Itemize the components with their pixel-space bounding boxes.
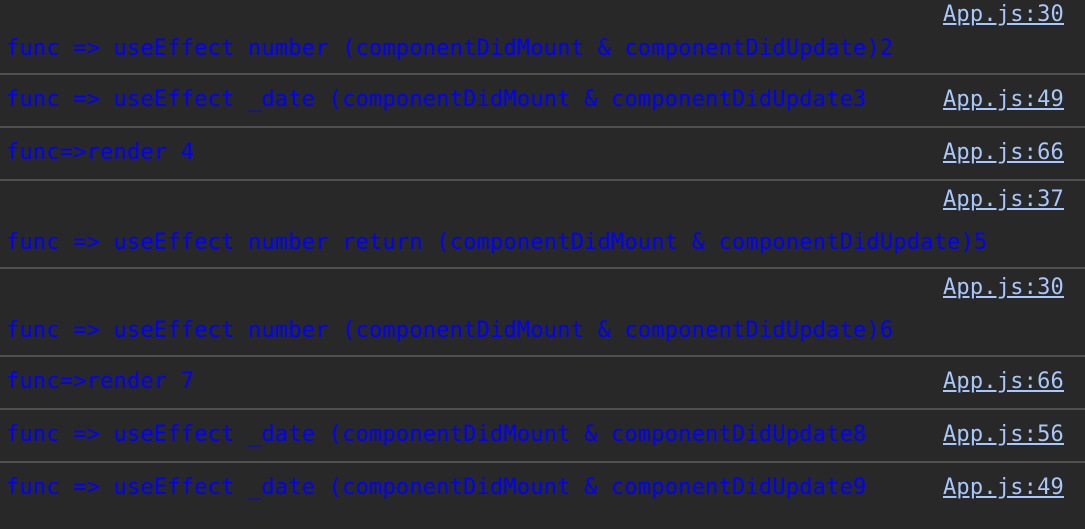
log-message: func => useEffect _date (componentDidMou… — [6, 87, 867, 112]
log-message: func => useEffect _date (componentDidMou… — [6, 422, 867, 447]
console-entry: App.js:30 func => useEffect number (comp… — [0, 0, 1085, 75]
source-link[interactable]: App.js:56 — [936, 422, 1064, 447]
log-message: func=>render 4 — [6, 140, 195, 165]
console-entry: func=>render 4 App.js:66 — [0, 128, 1085, 181]
console-entry: func => useEffect _date (componentDidMou… — [0, 410, 1085, 463]
console-entry: App.js:37 func => useEffect number retur… — [0, 181, 1085, 269]
console-entry: App.js:30 func => useEffect number (comp… — [0, 269, 1085, 357]
log-message: func => useEffect number return (compone… — [6, 230, 988, 255]
source-link[interactable]: App.js:66 — [936, 369, 1064, 394]
console-entry: func=>render 7 App.js:66 — [0, 357, 1085, 410]
log-message: func => useEffect _date (componentDidMou… — [6, 475, 867, 500]
source-link[interactable]: App.js:66 — [936, 140, 1064, 165]
source-link[interactable]: App.js:30 — [936, 2, 1064, 27]
source-link[interactable]: App.js:30 — [936, 275, 1064, 300]
console-entry: func => useEffect _date (componentDidMou… — [0, 75, 1085, 128]
source-link[interactable]: App.js:49 — [936, 87, 1064, 112]
log-message: func => useEffect number (componentDidMo… — [6, 318, 894, 343]
log-message: func => useEffect number (componentDidMo… — [6, 36, 894, 61]
source-link[interactable]: App.js:49 — [936, 475, 1064, 500]
console-entry: func => useEffect _date (componentDidMou… — [0, 463, 1085, 516]
source-link[interactable]: App.js:37 — [936, 187, 1064, 212]
log-message: func=>render 7 — [6, 369, 195, 394]
